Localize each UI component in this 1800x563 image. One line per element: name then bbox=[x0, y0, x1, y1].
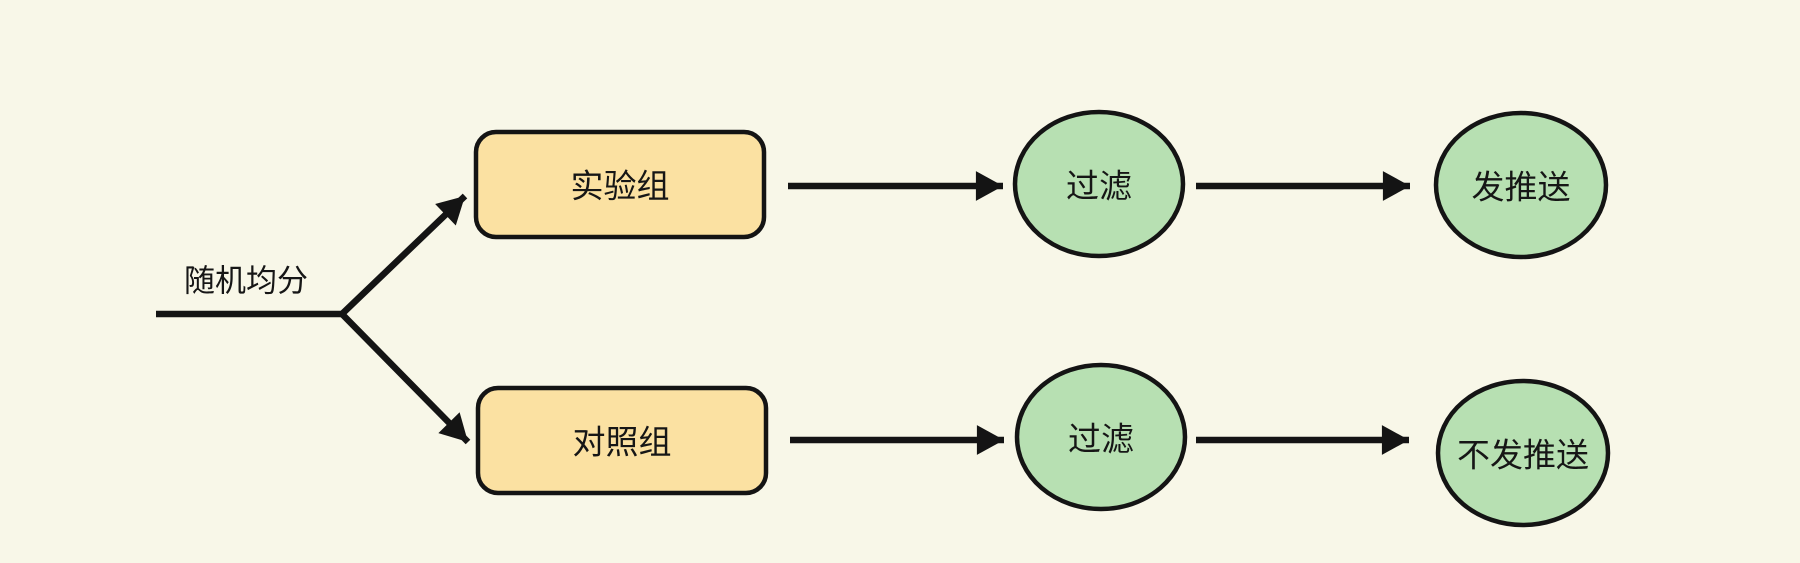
filter-top-label: 过滤 bbox=[1066, 168, 1132, 205]
experiment-group-box bbox=[473, 129, 767, 240]
split-label: 随机均分 bbox=[184, 264, 308, 299]
node-no-push: 不发推送 bbox=[1435, 378, 1611, 528]
control-group-box bbox=[475, 385, 769, 496]
edge-split-to-experiment-group bbox=[339, 193, 468, 317]
node-filter-bottom: 过滤 bbox=[1014, 362, 1188, 512]
filter-top-circle bbox=[1012, 109, 1186, 259]
no-push-label: 不发推送 bbox=[1457, 437, 1589, 474]
experiment-group-label: 实验组 bbox=[571, 168, 670, 205]
no-push-circle bbox=[1435, 378, 1611, 528]
send-push-label: 发推送 bbox=[1472, 169, 1571, 206]
node-send-push: 发推送 bbox=[1433, 110, 1609, 260]
node-experiment-group: 实验组 bbox=[473, 129, 767, 240]
control-group-label: 对照组 bbox=[573, 424, 672, 461]
node-filter-top: 过滤 bbox=[1012, 109, 1186, 259]
filter-bottom-label: 过滤 bbox=[1068, 421, 1134, 458]
filter-bottom-circle bbox=[1014, 362, 1188, 512]
send-push-circle bbox=[1433, 110, 1609, 260]
node-control-group: 对照组 bbox=[475, 385, 769, 496]
edge-split-to-control-group bbox=[339, 311, 471, 445]
